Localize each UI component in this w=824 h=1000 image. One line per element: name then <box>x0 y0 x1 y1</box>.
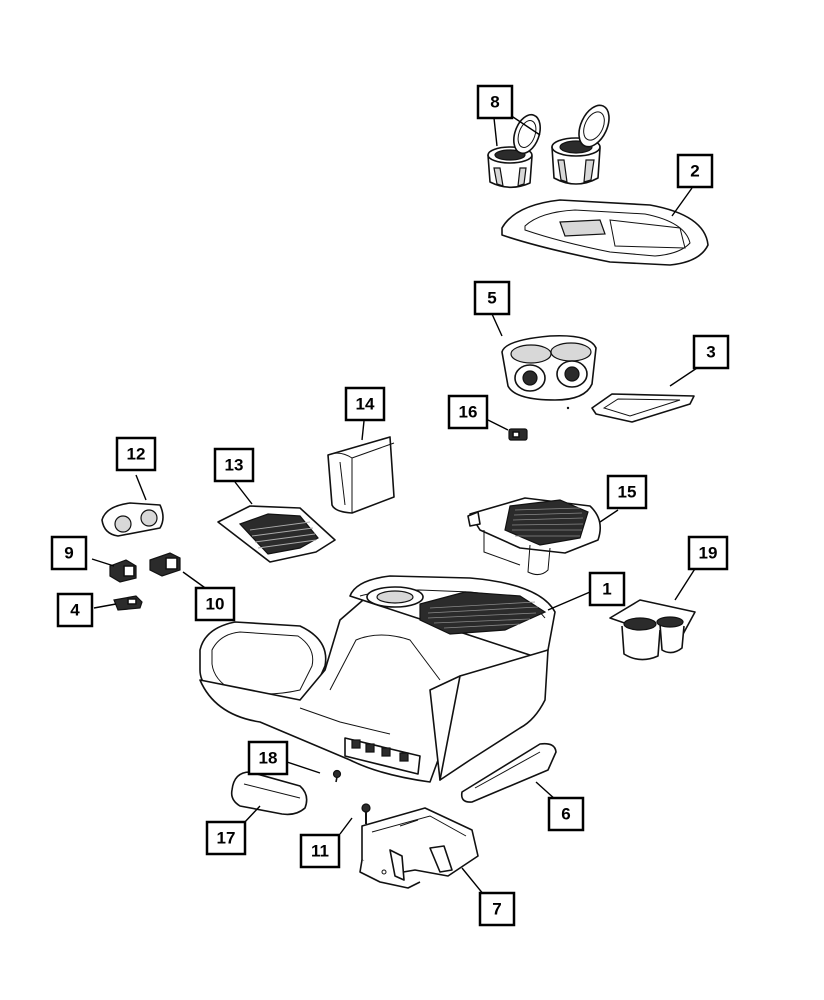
callout-12: 12 <box>115 436 157 472</box>
svg-text:17: 17 <box>217 829 236 848</box>
svg-text:14: 14 <box>356 395 375 414</box>
callout-8: 8 <box>476 84 514 120</box>
part-1-center-console <box>199 575 556 783</box>
part-18-screw <box>332 769 342 783</box>
svg-text:3: 3 <box>706 343 715 362</box>
callout-10: 10 <box>194 586 236 622</box>
part-2-bezel <box>501 199 709 266</box>
svg-text:2: 2 <box>690 162 699 181</box>
callout-11: 11 <box>299 833 341 869</box>
svg-text:19: 19 <box>699 544 718 563</box>
part-11-bolt <box>361 803 371 824</box>
part-6-trim <box>460 742 557 803</box>
part-7-bracket <box>359 807 479 889</box>
callout-5: 5 <box>473 280 511 316</box>
callout-14: 14 <box>344 386 386 422</box>
callout-3: 3 <box>692 334 730 370</box>
callout-16: 16 <box>447 394 489 430</box>
svg-text:15: 15 <box>618 483 637 502</box>
part-14-storage-bin <box>327 436 395 514</box>
svg-text:11: 11 <box>311 842 329 861</box>
svg-text:16: 16 <box>459 403 478 422</box>
part-3-tray-frame <box>591 393 695 423</box>
part-4-port <box>113 595 143 611</box>
callout-4: 4 <box>56 592 94 628</box>
part-12-switch-bezel <box>101 502 164 537</box>
part-16-clip <box>508 428 528 441</box>
svg-text:9: 9 <box>64 544 73 563</box>
svg-text:13: 13 <box>225 456 244 475</box>
part-8-cupholders <box>487 104 610 189</box>
callout-17: 17 <box>205 820 247 856</box>
part-19-rear-cupholder <box>609 599 696 661</box>
svg-text:18: 18 <box>259 749 278 768</box>
part-17-trim <box>230 771 308 816</box>
callout-19: 19 <box>687 535 729 571</box>
svg-text:8: 8 <box>490 93 499 112</box>
callout-18: 18 <box>247 740 289 776</box>
callout-13: 13 <box>213 447 255 483</box>
callout-9: 9 <box>50 535 88 571</box>
part-10-switch <box>149 552 181 577</box>
svg-text:5: 5 <box>487 289 496 308</box>
callout-1: 1 <box>588 571 626 607</box>
part-5-cupholder-insert <box>501 334 597 410</box>
part-15-tambour-lid <box>467 497 601 576</box>
callout-15: 15 <box>606 474 648 510</box>
part-13-tray-mat <box>217 505 336 563</box>
svg-text:4: 4 <box>70 601 80 620</box>
callout-7: 7 <box>478 891 516 927</box>
svg-text:1: 1 <box>602 580 611 599</box>
callout-2: 2 <box>676 153 714 189</box>
svg-text:10: 10 <box>206 595 225 614</box>
svg-text:6: 6 <box>561 805 570 824</box>
part-9-switch <box>109 559 137 583</box>
svg-text:7: 7 <box>492 900 501 919</box>
callout-6: 6 <box>547 796 585 832</box>
svg-text:12: 12 <box>127 445 146 464</box>
